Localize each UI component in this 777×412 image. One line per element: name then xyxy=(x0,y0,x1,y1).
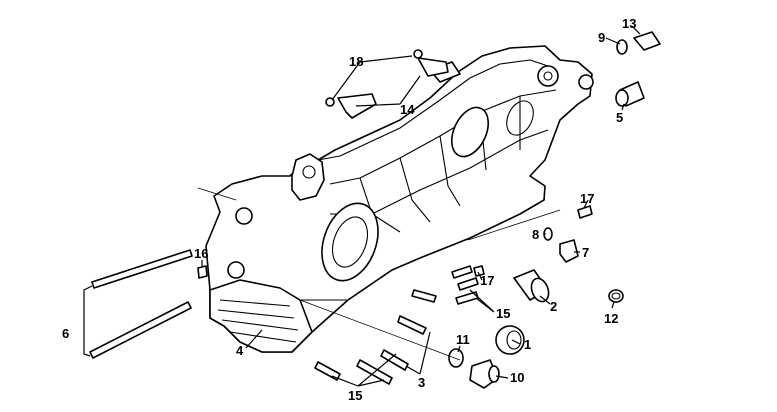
mount-boss xyxy=(537,65,559,87)
bolt-a xyxy=(451,265,473,279)
pin-17b xyxy=(473,265,485,277)
callout-17-upper: 17 xyxy=(580,191,594,206)
mount-boss-2 xyxy=(578,74,594,90)
callout-13: 13 xyxy=(622,16,636,31)
fitting-7 xyxy=(559,239,579,263)
callout-4: 4 xyxy=(236,343,244,358)
stud-upper xyxy=(91,249,193,289)
bolt-b xyxy=(457,277,479,291)
callout-16: 16 xyxy=(194,246,208,261)
pin-17a xyxy=(577,205,593,219)
callout-1: 1 xyxy=(524,337,531,352)
clip-right-bolt xyxy=(413,49,423,59)
crankcase-fins xyxy=(217,299,299,343)
callout-11: 11 xyxy=(456,332,470,347)
shaft-bore-2 xyxy=(506,100,534,136)
clip-right xyxy=(417,57,449,77)
crankcase-lower-block xyxy=(209,279,313,353)
callout-5: 5 xyxy=(616,110,623,125)
bushing-5 xyxy=(615,81,645,107)
sleeve-end xyxy=(530,277,550,303)
sleeve-2 xyxy=(513,269,550,303)
callout-18: 18 xyxy=(349,54,363,69)
oring-12 xyxy=(608,289,624,303)
callout-8: 8 xyxy=(532,227,539,242)
washer-11 xyxy=(448,348,464,368)
crankcase-web-2 xyxy=(371,185,461,233)
crankcase xyxy=(205,45,594,353)
crankcase-rib-top xyxy=(317,59,549,161)
callout-12: 12 xyxy=(604,311,618,326)
callout-2: 2 xyxy=(550,299,557,314)
bolt-h xyxy=(314,361,341,381)
callout-9: 9 xyxy=(598,30,605,45)
callout-6: 6 xyxy=(62,326,69,341)
tower-hole xyxy=(302,165,316,179)
pin-16 xyxy=(197,265,208,279)
plug-10 xyxy=(469,359,500,389)
stud-boss-2 xyxy=(227,261,245,279)
callout-7: 7 xyxy=(582,245,589,260)
crank-bearing-bore xyxy=(321,202,379,282)
bolt-e xyxy=(397,315,427,335)
callout-labels: 18 14 9 13 5 17 8 7 16 6 17 15 2 1 11 10… xyxy=(62,16,636,403)
crankcase-flange xyxy=(300,199,545,301)
bolt-f xyxy=(380,349,409,371)
leader-lines xyxy=(83,25,641,387)
bolts-15-upper xyxy=(411,265,479,305)
callout-3: 3 xyxy=(418,375,425,390)
crankcase-web-1 xyxy=(359,96,521,215)
drain-washer xyxy=(616,39,628,55)
shaft-bore xyxy=(451,106,489,158)
long-studs xyxy=(89,249,193,359)
drain-bolt-head xyxy=(633,31,661,51)
callout-15-upper: 15 xyxy=(496,306,510,321)
drain-bolt xyxy=(616,31,661,55)
callout-17-lower: 17 xyxy=(480,273,494,288)
seal-1 xyxy=(495,325,525,355)
seal-inner xyxy=(506,330,522,350)
crank-bearing-inner xyxy=(331,216,369,268)
mount-boss-hole xyxy=(543,71,553,81)
plug-head xyxy=(488,365,500,383)
stud-lower xyxy=(89,301,192,359)
seal-outer xyxy=(495,325,525,355)
oring-12-inner xyxy=(611,292,621,300)
bolt-d xyxy=(411,289,437,303)
callout-10: 10 xyxy=(510,370,524,385)
callout-15-lower: 15 xyxy=(348,388,362,403)
crankcase-tower xyxy=(291,153,325,201)
bushing-end xyxy=(615,89,629,107)
stud-boss-1 xyxy=(235,207,253,225)
callout-14: 14 xyxy=(400,102,415,117)
